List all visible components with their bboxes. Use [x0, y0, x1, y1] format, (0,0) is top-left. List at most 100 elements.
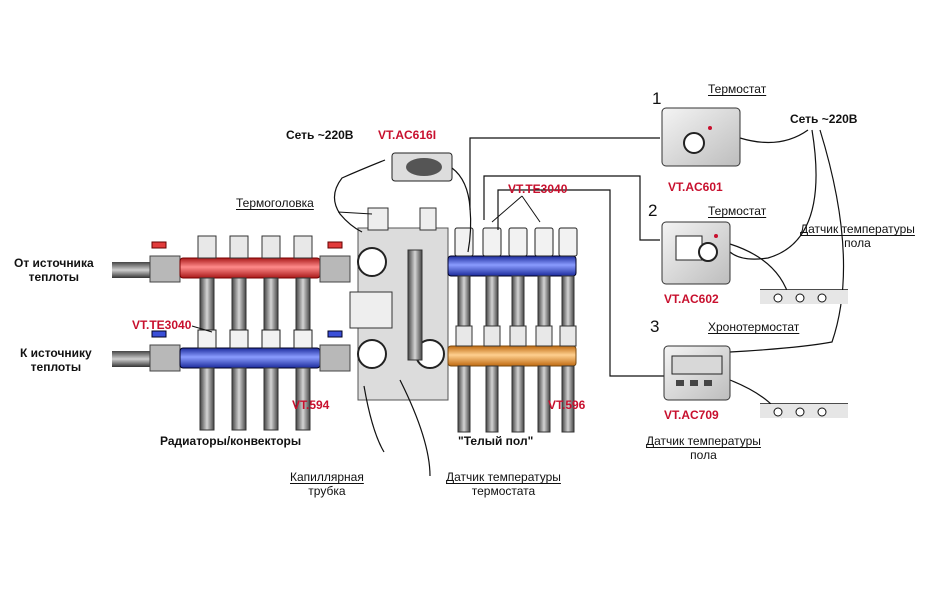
thermostat-1-led — [708, 126, 712, 130]
thermohead-valve — [367, 207, 389, 231]
capillary-line-1: Капиллярная — [290, 470, 364, 484]
right-thermo-head — [534, 227, 554, 257]
floor-pipe-2b — [795, 407, 805, 417]
left-thermo-head — [197, 329, 217, 349]
device-2-number: 2 — [648, 201, 658, 220]
leader-te3040-a — [491, 195, 523, 223]
right-flow-meter — [559, 325, 577, 347]
vt596-label: VT.596 — [548, 398, 586, 412]
left-top-valve — [229, 235, 249, 259]
floor-sensor-symbol-1 — [760, 289, 848, 304]
capillary-label: Капиллярная трубка — [290, 470, 364, 498]
right-thermo-head — [482, 227, 502, 257]
thermostat-1-device — [661, 107, 741, 167]
te3040-left-label: VT.TE3040 — [132, 318, 192, 332]
mains-label-right: Сеть ~220В — [790, 112, 858, 126]
floor-sensor-symbol-2 — [760, 403, 848, 418]
inlet-pipe-cold — [112, 351, 158, 367]
right-thermo-head — [558, 227, 578, 257]
return-bar-blue — [179, 347, 321, 369]
thermometer-top — [357, 247, 387, 277]
floor-sensor-1-label: Датчик температуры пола — [800, 222, 915, 250]
device-1-code: VT.AC601 — [668, 180, 723, 194]
right-thermo-head — [508, 227, 528, 257]
right-lower-pipe — [561, 365, 575, 433]
wire-to-thermostat-3 — [497, 189, 664, 377]
device-1-number: 1 — [652, 89, 662, 108]
thermostat-3-btn-b — [690, 380, 698, 386]
floor-pipe-1c — [817, 293, 827, 303]
relay-knob — [406, 158, 442, 176]
thermohead-label: Термоголовка — [236, 196, 314, 210]
valve-handle-blue — [151, 330, 167, 338]
valve-handle-blue-right — [327, 330, 343, 338]
floor-pipe-1b — [795, 293, 805, 303]
valve-handle-red-right — [327, 241, 343, 249]
right-return-bar — [447, 345, 577, 367]
floor-pipe-1a — [773, 293, 783, 303]
floor-sensor-1-line-1: Датчик температуры — [800, 222, 915, 236]
left-lower-pipe — [231, 367, 247, 431]
thermostat-sensor-label: Датчик температуры термостата — [446, 470, 561, 498]
supply-bar-red — [179, 257, 321, 279]
thermostat-3-btn-c — [704, 380, 712, 386]
thermostat-2-display — [675, 235, 703, 261]
floor-pipe-2c — [817, 407, 827, 417]
floor-sensor-1-line-2: пола — [844, 236, 871, 250]
device-2-title: Термостат — [708, 204, 767, 218]
floor-sensor-2-label: Датчик температуры пола — [646, 434, 761, 462]
thermostat-devices — [661, 107, 741, 401]
left-thermo-heads — [197, 235, 313, 349]
device-2-code: VT.AC602 — [664, 292, 719, 306]
from-source-line-1: От источника — [14, 256, 94, 270]
valve-handle-red — [151, 241, 167, 249]
right-lower-pipe — [537, 365, 551, 433]
capillary-line-2: трубка — [308, 484, 346, 498]
thermostat-sensor-line-1: Датчик температуры — [446, 470, 561, 484]
leader-te3040-b — [521, 195, 541, 223]
thermostat-2-knob — [698, 242, 718, 262]
left-top-valve — [197, 235, 217, 259]
thermostat-2-led — [714, 234, 718, 238]
left-lower-pipe — [295, 367, 311, 431]
to-source-line-1: К источнику — [20, 346, 92, 360]
ball-valve-cold-right — [319, 344, 351, 372]
leader-te3040-left — [191, 325, 213, 333]
thermostat-2-device — [661, 221, 731, 285]
thermostat-1-knob — [683, 132, 705, 154]
floor-pipe-2a — [773, 407, 783, 417]
device-1-title: Термостат — [708, 82, 767, 96]
left-thermo-head — [261, 329, 281, 349]
right-flow-meter — [509, 325, 527, 347]
to-source-label: К источнику теплоты — [20, 346, 92, 374]
thermostat-3-btn-a — [676, 380, 684, 386]
ball-valve-hot — [149, 255, 181, 283]
device-3-number: 3 — [650, 317, 660, 336]
right-lower-pipe — [511, 365, 525, 433]
left-lower-pipe — [263, 367, 279, 431]
device-3-code: VT.AC709 — [664, 408, 719, 422]
sensor-line — [399, 379, 431, 477]
floor-sensor-2-line-1: Датчик температуры — [646, 434, 761, 448]
left-manifold — [112, 235, 351, 431]
mains-cable-left — [333, 159, 386, 233]
pump-motor — [349, 291, 393, 329]
thermostat-3-device — [663, 345, 731, 401]
thermostat-sensor-line-2: термостата — [471, 484, 536, 498]
mains-wire-2 — [729, 129, 817, 260]
floor-sensor-2-line-2: пола — [690, 448, 717, 462]
right-flow-meter — [455, 325, 473, 347]
from-source-line-2: теплоты — [28, 270, 80, 284]
capillary-line — [363, 385, 385, 453]
wiring — [333, 129, 845, 477]
to-source-line-2: теплоты — [30, 360, 82, 374]
thermometer-bottom-left — [357, 339, 387, 369]
device-3-title: Хронотермостат — [708, 320, 800, 334]
vt594-label: VT.594 — [292, 398, 330, 412]
right-supply-bar — [447, 255, 577, 277]
right-thermo-heads — [454, 227, 578, 347]
left-thermo-head — [229, 329, 249, 349]
pump-vertical-pipe — [407, 249, 423, 361]
right-manifold — [447, 227, 578, 433]
